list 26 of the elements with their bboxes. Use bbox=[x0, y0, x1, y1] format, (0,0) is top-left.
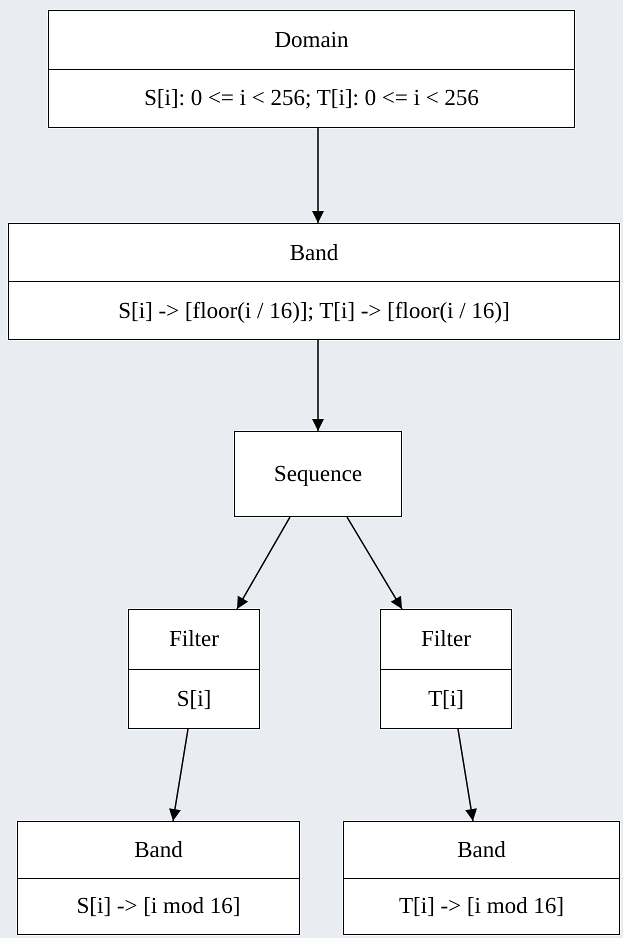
node-title: Filter bbox=[421, 626, 471, 652]
arrow bbox=[457, 728, 477, 822]
node-body: S[i] bbox=[176, 686, 212, 712]
node-title: Band bbox=[134, 836, 183, 863]
record-box bbox=[128, 609, 260, 729]
record-box bbox=[343, 821, 620, 935]
node-title: Filter bbox=[169, 626, 219, 652]
node-body: S[i]: 0 <= i < 256; T[i]: 0 <= i < 256 bbox=[144, 85, 479, 112]
process-box bbox=[234, 431, 402, 517]
node-body: T[i] -> [i mod 16] bbox=[399, 893, 564, 920]
node-title: Band bbox=[290, 240, 338, 266]
node-body: T[i] bbox=[428, 686, 464, 712]
record-box bbox=[17, 821, 300, 935]
node-body: S[i] -> [i mod 16] bbox=[76, 893, 240, 920]
arrow bbox=[312, 128, 324, 223]
node-body: S[i] -> [floor(i / 16)]; T[i] -> [floor(i / 16)] bbox=[118, 298, 510, 324]
node-title: Band bbox=[457, 836, 506, 863]
arrow bbox=[346, 516, 403, 610]
arrow bbox=[312, 340, 324, 431]
node-title: Sequence bbox=[274, 461, 362, 487]
arrow bbox=[236, 516, 291, 610]
node-title: Domain bbox=[274, 26, 349, 53]
record-box bbox=[380, 609, 512, 729]
arrow bbox=[169, 728, 189, 822]
record-box bbox=[48, 10, 575, 128]
record-box bbox=[8, 223, 620, 340]
